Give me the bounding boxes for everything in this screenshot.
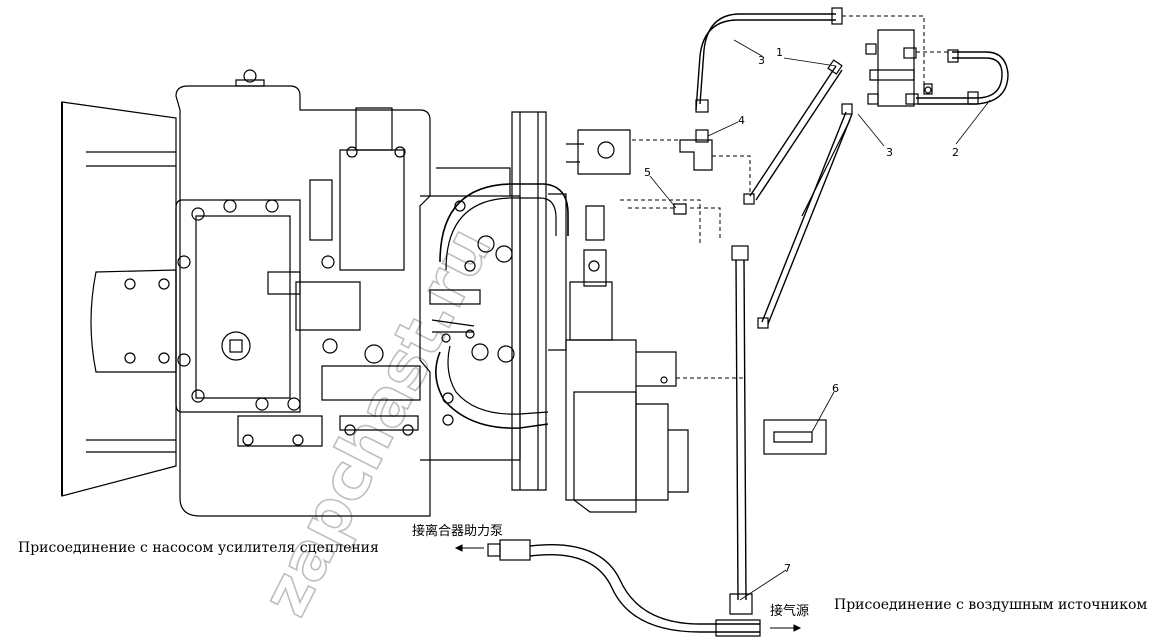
dashed-routes [620,15,948,379]
tube-1 [749,65,837,197]
callout-3-upper: 3 [758,54,765,67]
callout-6: 6 [832,382,839,395]
fitting-5 [673,203,687,215]
caption-air-source-connection: Присоединение с воздушным источником [834,597,1148,613]
pto-unit [565,339,637,501]
bell-housing [61,101,177,497]
callout-3-lower: 3 [886,146,893,159]
label-air-source-cn: 接气源 [770,604,810,619]
tube-7-vertical [735,259,739,601]
tube-2 [916,57,1003,99]
caption-clutch-pump-connection: Присоединение с насосом усилителя сцепле… [18,540,379,556]
direction-arrows [454,544,802,632]
callout-leaders [649,39,991,601]
tube-3-lower [761,111,847,323]
gearbox-drawing [61,7,1009,637]
callout-4: 4 [738,114,745,127]
callout-2: 2 [952,146,959,159]
callout-1: 1 [776,46,783,59]
air-valve-block [877,29,915,107]
label-clutch-pump-cn: 接离合器助力泵 [412,524,504,539]
fitting-4 [679,139,713,171]
callout-7: 7 [784,562,791,575]
svg-text:zapchast.ru: zapchast.ru [248,217,506,628]
tube-3-upper [699,13,836,105]
callout-5: 5 [644,166,651,179]
part-6-box [763,419,827,455]
watermark: zapchast.ru [248,216,508,628]
gearbox-housing [175,85,431,517]
air-hose [529,544,760,625]
callout-numbers: 1 2 3 3 4 5 6 7 [644,46,959,575]
